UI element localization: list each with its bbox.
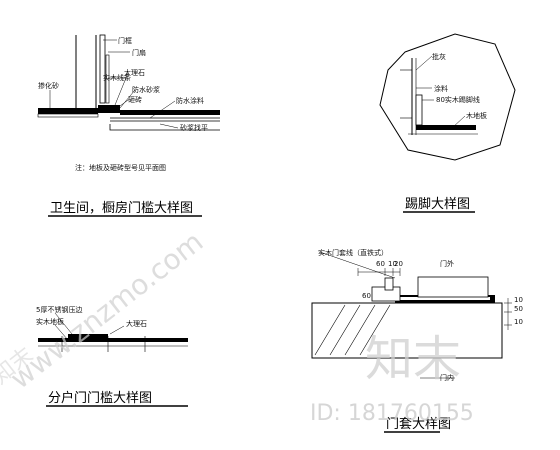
label-marble: 大理石: [124, 68, 145, 77]
floor-tile-left: [38, 108, 98, 114]
waterproof-layers: [110, 117, 220, 122]
dim-20: 20: [394, 260, 403, 268]
marble-threshold: [98, 105, 120, 113]
label-waterproof-coating: 防水涂料: [176, 96, 204, 105]
wall-section: [311, 302, 503, 359]
diagram3-title: 分户门门槛大样图: [48, 390, 152, 406]
dim-10b: 10: [514, 296, 523, 304]
diagram1-title: 卫生间，橱房门槛大样图: [50, 200, 193, 216]
label-solid-wood-casing: 实木门套线（直铁式）: [318, 248, 388, 257]
marble-threshold: [68, 334, 108, 339]
leaders-d1: [49, 39, 179, 129]
label-batten: 批灰: [432, 52, 446, 61]
door-leaf: [105, 54, 110, 104]
label-wood-floor: 木地板: [466, 111, 487, 120]
watermark-url: www.znzmo.com: [4, 225, 209, 396]
wood-floor: [416, 125, 476, 130]
dim-60b: 60: [362, 292, 371, 300]
watermark-id: ID: 181760155: [310, 401, 474, 426]
leader-casing: [319, 251, 396, 279]
slab-line: [109, 124, 220, 131]
wall-hatch: [314, 304, 391, 356]
dimension-lines: [357, 268, 512, 379]
screed-left: [37, 113, 99, 118]
label-solid-wood-skirting: 80实木踢脚线: [436, 95, 480, 104]
dim-10c: 10: [514, 318, 523, 326]
label-paint: 涂料: [434, 84, 448, 93]
diagram-door-casing: 实木门套线（直铁式） 门外 门内 60 10 20 60 10 50 10 门套…: [311, 248, 523, 433]
casing-core: [400, 297, 490, 300]
label-screed: 掺化砂: [38, 81, 59, 90]
floor-tile-right: [120, 110, 220, 115]
skirting-board: [415, 94, 423, 126]
casing-lip: [384, 277, 394, 291]
label-waterproof-mortar: 防水砂浆: [132, 85, 160, 94]
diagram2-title: 踢脚大样图: [405, 196, 470, 212]
label-tile: 砸砖: [128, 95, 142, 104]
dim-10a: 10: [388, 260, 397, 268]
finish-floor: [38, 338, 188, 342]
label-marble: 大理石: [126, 319, 147, 328]
dim-50: 50: [514, 305, 523, 313]
diagram1-note: 注：地板及砸砖型号见平面图: [75, 163, 166, 172]
door-frame: [99, 34, 106, 104]
dim-60a: 60: [376, 260, 385, 268]
label-door-frame: 门框: [118, 36, 132, 45]
label-door-inside: 门内: [440, 373, 454, 382]
leaders-d2: [415, 55, 466, 129]
diagram-skirting: 批灰 涂料 80实木踢脚线 木地板 踢脚大样图: [379, 33, 516, 213]
label-door-leaf: 门扇: [132, 48, 146, 57]
label-solid-wood-strip: 实木线条: [103, 73, 131, 82]
watermark-brand: 知末: [365, 331, 461, 387]
door-leaf-section: [417, 276, 489, 298]
detail-callout-outline: [379, 33, 516, 161]
diagram-bathroom-threshold: 门框 门扇 实木线条 大理石 防水砂浆 砸砖 防水涂料 砂浆找平 掺化砂 注：地…: [37, 34, 220, 217]
leaders-d3: [54, 312, 125, 341]
label-stainless-strip: 5厚不锈钢压边: [36, 305, 82, 314]
label-bedding-mortar: 砂浆找平: [180, 123, 208, 132]
diagram-entrance-threshold: 5厚不锈钢压边 实木地板 大理石 分户门门槛大样图: [36, 305, 188, 407]
label-door-outside: 门外: [440, 259, 454, 268]
diagram4-title: 门套大样图: [386, 416, 451, 432]
label-wood-floor: 实木地板: [36, 317, 64, 326]
